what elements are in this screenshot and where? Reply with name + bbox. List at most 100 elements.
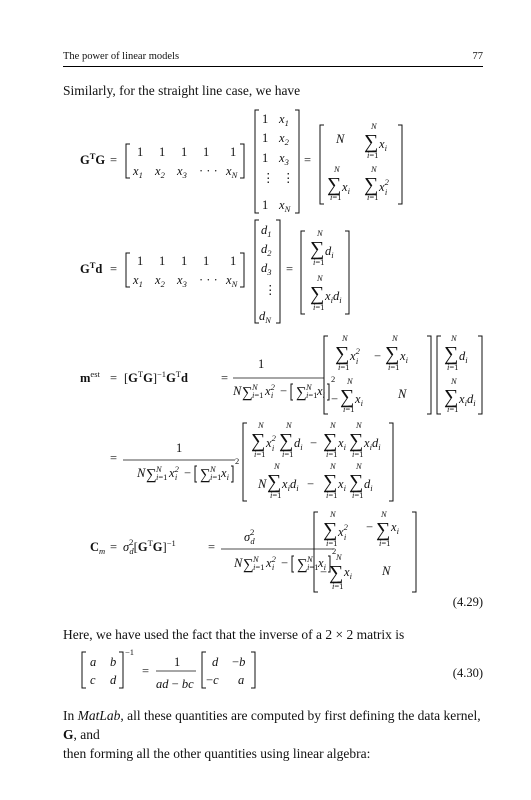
svg-text:xidi: xidi	[324, 289, 342, 305]
svg-text:N: N	[380, 509, 388, 519]
svg-text:N: N	[155, 464, 163, 474]
svg-text:i=1: i=1	[388, 362, 399, 372]
svg-text:a: a	[238, 673, 244, 687]
svg-text:di: di	[294, 436, 303, 452]
svg-text:xi: xi	[390, 520, 400, 536]
svg-text:N: N	[391, 333, 399, 343]
svg-text:N: N	[450, 376, 458, 386]
inverse-note-paragraph: Here, we have used the fact that the inv…	[63, 627, 405, 642]
svg-text:2: 2	[235, 456, 239, 466]
svg-text:dN: dN	[259, 309, 272, 325]
svg-text:i=1: i=1	[307, 562, 318, 572]
svg-text:−b: −b	[232, 655, 245, 669]
svg-text:1: 1	[181, 145, 187, 159]
svg-text:∑: ∑	[296, 385, 307, 401]
svg-text:Cm: Cm	[90, 540, 105, 556]
svg-text:N: N	[335, 552, 343, 562]
svg-text:⋮: ⋮	[264, 283, 277, 297]
svg-text:1: 1	[176, 441, 182, 455]
svg-text:· · ·: · · ·	[199, 273, 218, 287]
svg-text:N: N	[305, 382, 313, 392]
svg-text:N: N	[306, 554, 314, 564]
svg-text:i=1: i=1	[282, 449, 293, 459]
svg-text:i=1: i=1	[447, 362, 458, 372]
svg-text:∑: ∑	[376, 519, 390, 541]
svg-text:−: −	[184, 466, 191, 480]
svg-text:x2i: x2i	[264, 382, 276, 400]
svg-text:∑: ∑	[329, 562, 343, 584]
svg-text:=: =	[110, 153, 117, 167]
svg-text:d2: d2	[261, 242, 272, 258]
svg-text:1: 1	[203, 145, 209, 159]
svg-text:N: N	[335, 132, 345, 146]
svg-text:∑: ∑	[327, 174, 341, 196]
svg-text:∑: ∑	[444, 386, 458, 408]
svg-text:i=1: i=1	[253, 562, 264, 572]
svg-text:−: −	[320, 565, 327, 579]
svg-text:x2i: x2i	[168, 464, 180, 482]
svg-text:i=1: i=1	[352, 449, 363, 459]
svg-text:xi: xi	[399, 349, 409, 365]
svg-text:i=1: i=1	[313, 257, 324, 267]
svg-text:d1: d1	[261, 223, 272, 239]
svg-text:xi: xi	[378, 137, 388, 153]
svg-text:N: N	[251, 382, 259, 392]
svg-text:x2: x2	[154, 273, 166, 289]
svg-text:−: −	[374, 349, 381, 363]
svg-text:xN: xN	[225, 164, 239, 180]
svg-text:i=1: i=1	[326, 449, 337, 459]
svg-text:N: N	[341, 333, 349, 343]
svg-text:x2i: x2i	[265, 433, 277, 453]
svg-text:c: c	[90, 673, 96, 687]
svg-text:1: 1	[137, 254, 143, 268]
svg-text:xi: xi	[317, 556, 327, 572]
svg-text:i=1: i=1	[270, 490, 281, 500]
svg-text:N: N	[329, 509, 337, 519]
svg-text:di: di	[459, 349, 468, 365]
svg-text:N: N	[329, 420, 337, 430]
svg-text:1: 1	[262, 131, 268, 145]
page-number: 77	[472, 51, 484, 62]
svg-text:N: N	[252, 554, 260, 564]
svg-text:∑: ∑	[146, 467, 157, 483]
svg-text:N: N	[381, 564, 391, 578]
svg-text:1: 1	[262, 198, 268, 212]
svg-text:∑: ∑	[310, 238, 324, 260]
svg-text:∑: ∑	[242, 385, 253, 401]
svg-text:2: 2	[331, 374, 335, 384]
svg-text:x1: x1	[278, 112, 289, 128]
svg-text:i=1: i=1	[306, 390, 317, 400]
svg-text:∑: ∑	[243, 557, 254, 573]
svg-text:N: N	[329, 461, 337, 471]
svg-text:x3: x3	[176, 164, 187, 180]
svg-text:x2i: x2i	[337, 522, 349, 542]
running-title: The power of linear models	[63, 51, 180, 62]
svg-text:−: −	[331, 392, 338, 406]
equation-number-4-29: (4.29)	[452, 595, 483, 609]
svg-text:i=1: i=1	[252, 390, 263, 400]
svg-text:∑: ∑	[279, 430, 293, 452]
svg-text:∑: ∑	[323, 519, 337, 541]
svg-text:N: N	[346, 376, 354, 386]
svg-text:∑: ∑	[335, 343, 349, 365]
svg-text:b: b	[110, 655, 116, 669]
svg-text:∑: ∑	[310, 283, 324, 305]
matlab-g-symbol: G	[63, 727, 74, 742]
svg-text:1: 1	[262, 151, 268, 165]
svg-text:∑: ∑	[323, 430, 337, 452]
matlab-text-f: then forming all the other quantities us…	[63, 746, 371, 761]
svg-text:xi: xi	[337, 436, 347, 452]
svg-text:i=1: i=1	[332, 581, 343, 591]
svg-text:−1: −1	[125, 647, 134, 657]
svg-text:x2: x2	[278, 131, 290, 147]
svg-text:N: N	[257, 420, 265, 430]
svg-text:N: N	[355, 461, 363, 471]
svg-text:mest: mest	[80, 369, 101, 385]
svg-text:N: N	[257, 477, 267, 491]
svg-text:GTd: GTd	[80, 260, 102, 276]
svg-text:∑: ∑	[364, 174, 378, 196]
svg-text:=: =	[110, 262, 117, 276]
svg-text:xi: xi	[354, 392, 364, 408]
